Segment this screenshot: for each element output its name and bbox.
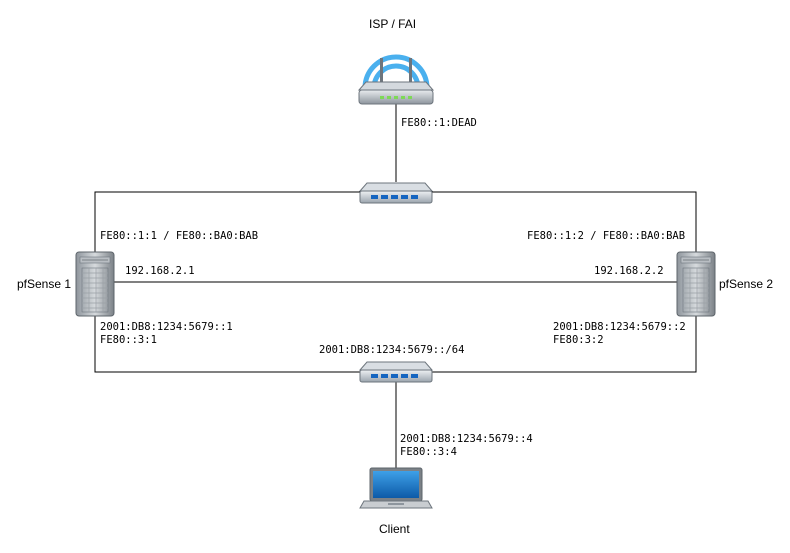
- pfsense1-server-icon: [75, 251, 115, 317]
- isp-label: ISP / FAI: [369, 17, 417, 31]
- pfsense2-server-icon: [676, 251, 716, 317]
- pfsense1-label: pfSense 1: [17, 277, 72, 291]
- lan-prefix: 2001:DB8:1234:5679::/64: [319, 344, 465, 356]
- pfsense1-sync-address: 192.168.2.1: [125, 265, 195, 277]
- pfsense2-lan-address-1: 2001:DB8:1234:5679::2: [553, 321, 686, 333]
- isp-address: FE80::1:DEAD: [401, 117, 477, 129]
- pfsense1-wan-address: FE80::1:1 / FE80::BA0:BAB: [100, 230, 259, 242]
- wan-switch-icon: [359, 182, 433, 204]
- client-address-1: 2001:DB8:1234:5679::4: [400, 433, 533, 445]
- pfsense2-wan-address: FE80::1:2 / FE80::BA0:BAB: [527, 230, 686, 242]
- pfsense1-lan-address-2: FE80::3:1: [100, 334, 157, 346]
- pfsense2-sync-address: 192.168.2.2: [594, 265, 664, 277]
- laptop-icon: [359, 467, 433, 509]
- wireless-router-icon: [357, 54, 435, 105]
- client-address-2: FE80::3:4: [400, 446, 457, 458]
- pfsense2-label: pfSense 2: [719, 277, 774, 291]
- pfsense2-lan-address-2: FE80:3:2: [553, 334, 604, 346]
- lan-switch-icon: [359, 361, 433, 383]
- client-label: Client: [379, 522, 410, 536]
- pfsense1-lan-address-1: 2001:DB8:1234:5679::1: [100, 321, 233, 333]
